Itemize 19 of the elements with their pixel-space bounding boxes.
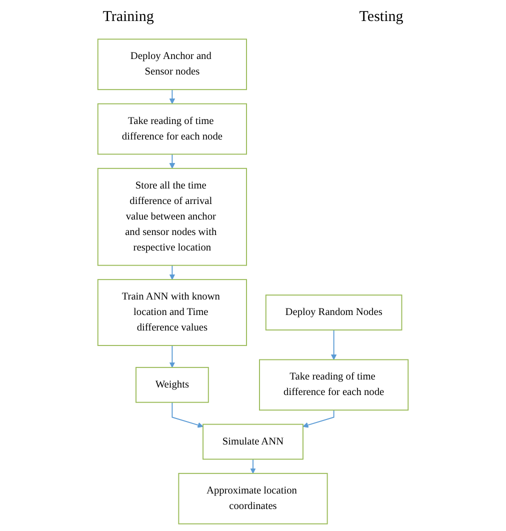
arrow: [169, 345, 176, 368]
node-box: Simulate ANN: [202, 424, 304, 460]
node-box: Deploy Anchor and Sensor nodes: [97, 38, 247, 90]
node-box: Take reading of time difference for each node: [97, 103, 247, 155]
arrow: [169, 264, 176, 280]
arrow: [172, 402, 204, 428]
column-heading: Training: [102, 8, 154, 26]
arrow: [169, 154, 176, 169]
arrow: [330, 329, 337, 360]
node-box: Deploy Random Nodes: [265, 294, 402, 330]
arrow: [169, 89, 176, 104]
column-heading: Testing: [359, 8, 404, 26]
node-box: Approximate location coordinates: [178, 472, 328, 524]
arrow: [302, 410, 334, 428]
node-box: Take reading of time difference for each node: [259, 359, 409, 411]
node-box: Store all the time difference of arrival value between anchor and sensor nodes with respective location: [97, 168, 247, 266]
node-box: Weights: [136, 366, 209, 403]
node-box: Train ANN with known location and Time difference values: [97, 279, 247, 346]
arrow: [250, 458, 256, 474]
